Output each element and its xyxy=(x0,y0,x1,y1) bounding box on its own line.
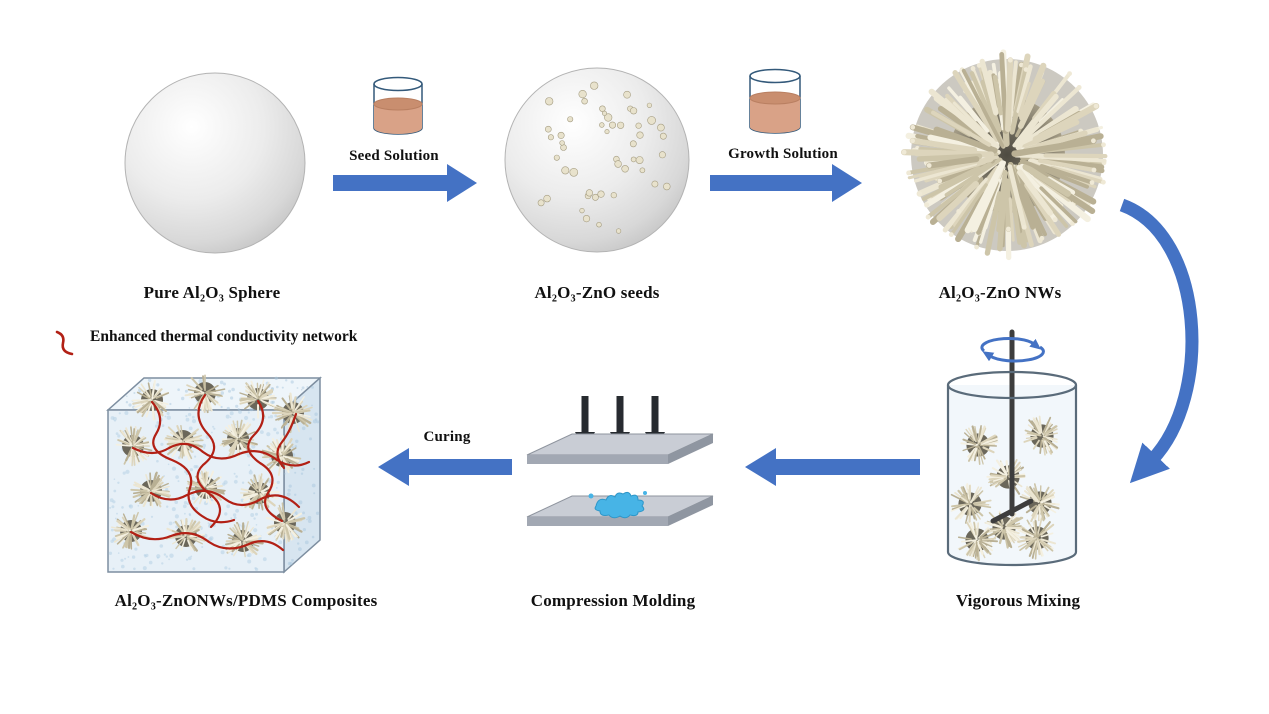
zno-seed-dots xyxy=(537,81,671,234)
label-zno-nws: Al₂O₃-ZnO NWs xyxy=(938,283,1062,302)
curing-arrow xyxy=(378,448,512,486)
seed-solution-beaker-icon xyxy=(373,76,423,135)
zno-nanowire-sphere xyxy=(901,49,1108,261)
zno-seeded-sphere xyxy=(504,67,690,253)
label-vigorous-mixing: Vigorous Mixing xyxy=(955,591,1081,610)
thermal-network-lines xyxy=(129,393,311,552)
compression-molding-press xyxy=(526,396,714,526)
polymer-splash xyxy=(588,491,647,519)
vigorous-mixing-beaker xyxy=(946,329,1078,567)
label-pure-alumina-sphere: Pure Al₂O₃ Sphere xyxy=(143,283,281,302)
label-compression-molding: Compression Molding xyxy=(530,591,696,610)
composite-cube xyxy=(106,374,322,574)
label-seed-solution: Seed Solution xyxy=(349,148,439,164)
growth-solution-arrow xyxy=(710,164,862,202)
legend-text: Enhanced thermal conductivity network xyxy=(90,328,358,345)
flow-curve-arrow xyxy=(1119,198,1199,484)
filler-particles xyxy=(111,374,313,558)
pure-alumina-sphere xyxy=(124,72,306,254)
label-composites: Al₂O₃-ZnONWs/PDMS Composites xyxy=(114,591,378,610)
label-curing: Curing xyxy=(423,429,471,445)
legend-squiggle-icon xyxy=(55,330,74,356)
nanowire-spikes xyxy=(901,49,1108,261)
growth-solution-beaker-icon xyxy=(749,68,801,134)
label-zno-seeds: Al₂O₃-ZnO seeds xyxy=(534,283,660,302)
label-growth-solution: Growth Solution xyxy=(728,146,838,162)
rotation-arrows-icon xyxy=(980,336,1045,363)
press-top-plate xyxy=(526,433,714,464)
seed-solution-arrow xyxy=(333,164,477,202)
mixing-to-molding-arrow xyxy=(745,448,920,486)
